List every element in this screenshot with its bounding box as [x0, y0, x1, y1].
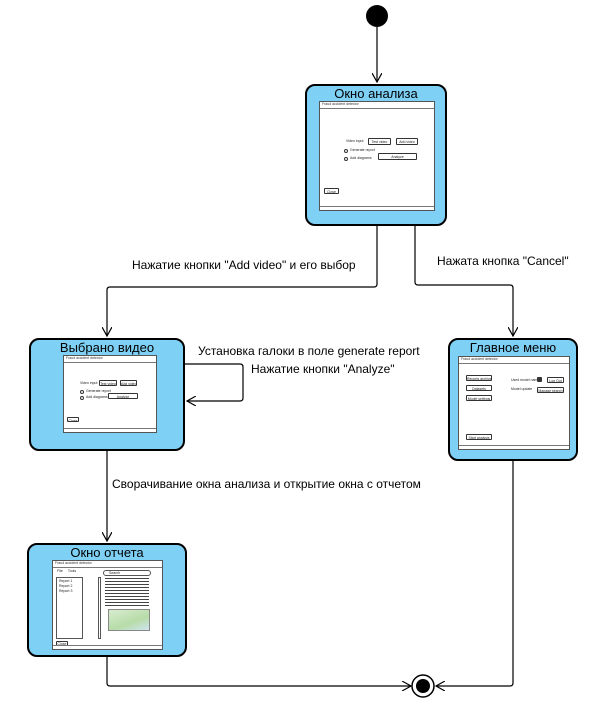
manage-search-button: Manage search [537, 387, 564, 393]
add-diagrams-label: Add diagrams [86, 395, 108, 399]
search-placeholder: Search [109, 571, 121, 575]
add-video-button: Add video [120, 380, 137, 386]
file-menu: File [55, 569, 65, 574]
report-text-block [105, 578, 149, 608]
label-generate-check: Установка галоки в поле generate report [198, 344, 420, 358]
state-mainmenu: Главное меню Fraud accident detector Rep… [448, 338, 578, 461]
report-chart-image [108, 609, 150, 631]
analyze-button: Analyze [108, 393, 138, 399]
generate-report-label: Generate report [86, 389, 111, 393]
final-node-dot [416, 679, 430, 693]
tools-menu: Tools [67, 569, 77, 574]
report-window-mockup: Fraud accident detector File Tools Repor… [52, 560, 163, 650]
model-update-label: Model update [511, 387, 533, 391]
video-input-label: Video input [346, 139, 364, 143]
add-diagrams-label: Add diagrams [350, 156, 372, 160]
state-selected: Выбрано видео Fraud accident detector Vi… [29, 338, 185, 451]
video-select: Test video [368, 138, 391, 145]
reports-archive-button: Reports archive [466, 375, 492, 381]
initial-node [366, 5, 388, 27]
edge-analysis-selected [107, 226, 378, 336]
search-field: Search [103, 570, 151, 576]
analysis-window-mockup: Fraud accident detector Video input Test… [319, 101, 435, 211]
edge-analysis-mainmenu [414, 226, 513, 336]
generate-report-radio [344, 149, 348, 153]
scrollbar [98, 577, 101, 639]
video-select: Test video [99, 380, 117, 386]
model-settings-button: Model settings [466, 395, 492, 401]
mainmenu-window-mockup: Fraud accident detector Reports archive … [458, 356, 570, 450]
close-button: Close [324, 188, 339, 194]
selected-window-mockup: Fraud accident detector Video input Test… [63, 355, 157, 433]
state-title: Окно отчета [70, 545, 144, 560]
log-out-button: Log Out [547, 377, 564, 383]
mockup-window-title: Fraud accident detector [64, 356, 156, 363]
state-report: Окно отчета Fraud accident detector File… [27, 543, 187, 657]
mockup-window-title: Fraud accident detector [459, 357, 569, 364]
analyze-button: Analyze [378, 153, 417, 160]
mockup-footer [53, 645, 162, 649]
add-diagrams-radio [344, 157, 348, 161]
state-title: Окно анализа [334, 86, 418, 101]
add-video-button: Add video [396, 138, 418, 145]
label-collapse: Сворачивание окна анализа и открытие окн… [112, 477, 421, 491]
used-model-name-label: Used model name [511, 378, 540, 382]
label-add-video: Нажатие кнопки "Add video" и его выбор [132, 258, 356, 272]
list-item: Report 2 [59, 584, 73, 588]
generate-report-radio [80, 390, 84, 394]
mockup-footer [459, 445, 569, 449]
video-input-label: Video input [80, 381, 98, 385]
edge-report-end [106, 657, 411, 686]
state-title: Главное меню [469, 340, 557, 355]
label-analyze: Нажатие кнопки "Analyze" [251, 362, 395, 376]
mockup-footer [320, 206, 434, 210]
state-analysis: Окно анализа Fraud accident detector Vid… [305, 84, 447, 226]
close-button: Close [67, 417, 79, 422]
edge-mainmenu-end [436, 461, 514, 686]
add-diagrams-radio [80, 396, 84, 400]
generate-report-label: Generate report [350, 148, 375, 152]
label-cancel: Нажата кнопка "Cancel" [437, 254, 569, 268]
datasets-button: Datasets [466, 385, 492, 391]
start-analysis-button: Start analysis [466, 434, 492, 440]
model-badge [537, 377, 542, 382]
mockup-window-title: Fraud accident detector [320, 102, 434, 109]
report-list: Report 1 Report 2 Report 3 [56, 577, 83, 639]
mockup-footer [64, 428, 156, 432]
list-item: Report 3 [59, 589, 73, 593]
list-item: Report 1 [59, 579, 73, 583]
mockup-window-title: Fraud accident detector [53, 561, 162, 568]
state-title: Выбрано видео [59, 340, 155, 355]
edge-selected-selfloop [185, 363, 244, 401]
